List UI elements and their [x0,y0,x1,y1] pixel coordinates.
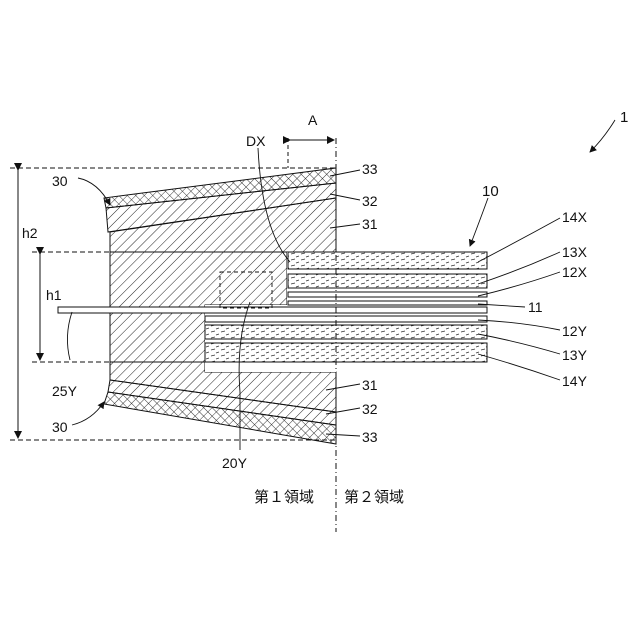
stack-13X-label: 13X [562,244,588,260]
region-2-label: 第２領域 [344,488,404,506]
label-20Y: 20Y [222,455,248,471]
stack-12X-label: 12X [562,264,588,280]
layer-14Y [205,343,487,362]
top-layer-33-label: 33 [362,161,378,177]
region-1-label: 第１領域 [254,488,314,506]
top-layer-32-label: 32 [362,193,378,209]
electrode-25Y [58,307,487,313]
stack-14Y-label: 14Y [562,373,588,389]
stack-14X-label: 14X [562,209,588,225]
dim-h1-label: h1 [46,287,62,303]
dim-h2-label: h2 [22,225,38,241]
layer-13Y [205,325,487,339]
layer-13X [288,274,487,288]
bottom-layer-31-label: 31 [362,377,378,393]
top-layer-31-label: 31 [362,216,378,232]
layer-12X [288,292,487,297]
layer-11-strip [288,301,487,305]
layer-14X [288,252,487,269]
ref-main-label: 1 [620,109,628,126]
bottom-layer-32-label: 32 [362,401,378,417]
stack-12Y-label: 12Y [562,323,588,339]
layer-12Y [205,316,487,322]
label-25Y: 25Y [52,383,78,399]
ref-encap-bottom-label: 30 [52,419,68,435]
label-11: 11 [528,299,543,315]
bottom-layer-33-label: 33 [362,429,378,445]
dim-A-label: A [308,112,318,128]
ref-stack-label: 10 [482,183,499,200]
dx-label: DX [246,133,266,149]
stack-13Y-label: 13Y [562,347,588,363]
ref-encap-top-label: 30 [52,173,68,189]
